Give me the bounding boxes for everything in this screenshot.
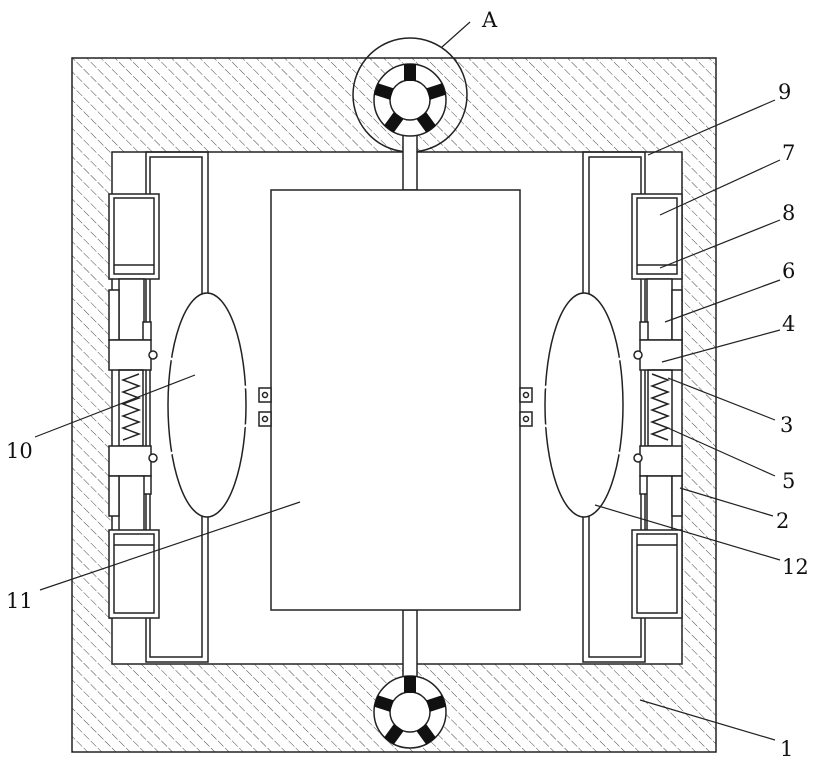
label-3: 3 bbox=[780, 413, 793, 437]
center-body bbox=[271, 190, 520, 610]
label-6: 6 bbox=[782, 259, 795, 283]
label-4: 4 bbox=[782, 312, 795, 336]
label-11: 11 bbox=[6, 589, 33, 613]
label-10: 10 bbox=[6, 439, 33, 463]
top-bearing bbox=[374, 64, 446, 136]
label-9: 9 bbox=[778, 80, 791, 104]
label-1: 1 bbox=[780, 737, 793, 761]
label-A: A bbox=[481, 8, 498, 32]
bottom-bearing bbox=[374, 676, 446, 748]
label-8: 8 bbox=[782, 201, 795, 225]
label-2: 2 bbox=[776, 509, 789, 533]
label-7: 7 bbox=[782, 141, 795, 165]
label-12: 12 bbox=[782, 555, 809, 579]
label-5: 5 bbox=[782, 469, 795, 493]
